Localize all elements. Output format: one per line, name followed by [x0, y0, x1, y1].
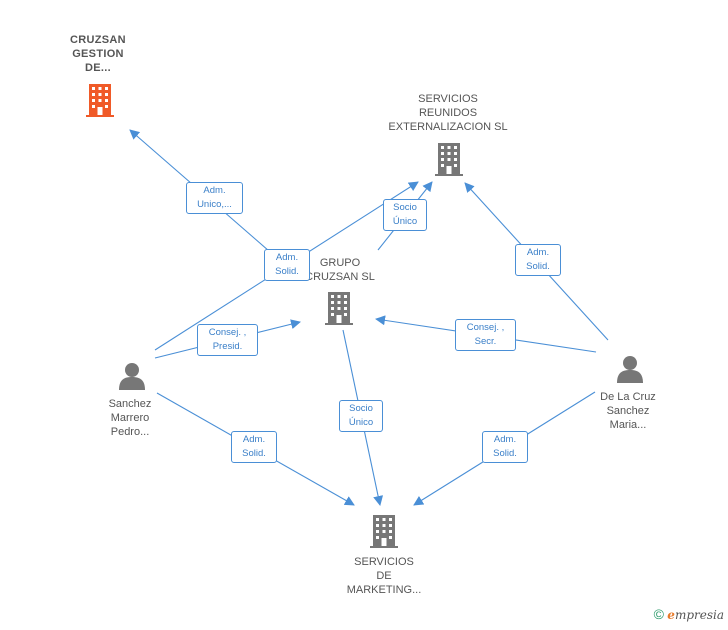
edge-label-adm-solid-2[interactable]: Adm. Solid.	[515, 244, 561, 276]
edge-label-adm-solid-4[interactable]: Adm. Solid.	[482, 431, 528, 463]
node-label-sanchez[interactable]: Sanchez Marrero Pedro...	[108, 398, 152, 438]
edge-label-adm-solid-1[interactable]: Adm. Solid.	[264, 249, 310, 281]
edge-label-socio-unico-2[interactable]: Socio Único	[339, 400, 383, 432]
node-label-servicios-marketing[interactable]: SERVICIOS DE MARKETING...	[346, 556, 422, 596]
building-icon-cruzsan[interactable]	[86, 84, 114, 117]
node-label-grupo-cruzsan[interactable]: GRUPO CRUZSAN SL	[305, 257, 375, 283]
node-label-servicios-reunidos[interactable]: SERVICIOS REUNIDOS EXTERNALIZACION SL	[388, 93, 508, 133]
building-icon-grupo-cruzsan[interactable]	[325, 292, 353, 325]
building-icon-servicios-reunidos[interactable]	[435, 143, 463, 176]
brand-logo: empresia	[667, 608, 724, 622]
building-icon-servicios-marketing[interactable]	[370, 515, 398, 548]
node-label-delacruz[interactable]: De La Cruz Sanchez Maria...	[600, 391, 656, 431]
edge-label-adm-solid-3[interactable]: Adm. Solid.	[231, 431, 277, 463]
edge-label-adm-unico[interactable]: Adm. Unico,...	[186, 182, 243, 214]
empresia-watermark: © empresia	[654, 606, 724, 622]
node-label-cruzsan[interactable]: CRUZSAN GESTION DE...	[70, 34, 126, 74]
copyright-icon: ©	[653, 606, 664, 622]
edge-label-consej-secr[interactable]: Consej. , Secr.	[455, 319, 516, 351]
person-icon-sanchez[interactable]	[119, 363, 145, 390]
person-icon-delacruz[interactable]	[617, 356, 643, 383]
edge-label-consej-presid[interactable]: Consej. , Presid.	[197, 324, 258, 356]
edge-label-socio-unico-1[interactable]: Socio Único	[383, 199, 427, 231]
